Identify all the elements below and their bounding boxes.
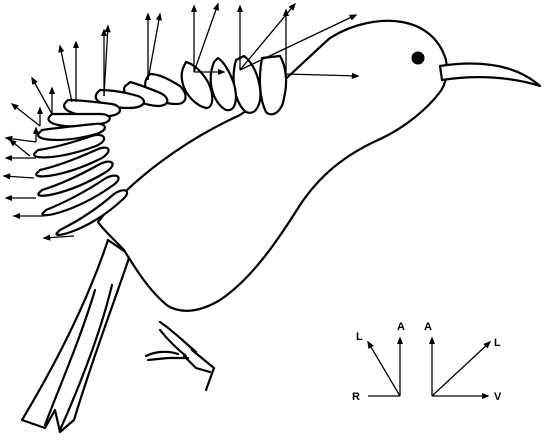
- left-reference-frame: A L R: [352, 321, 405, 403]
- bird-beak: [440, 63, 540, 86]
- vector-feather-6: [60, 42, 76, 102]
- left-frame-up-label: A: [397, 321, 405, 333]
- right-frame-horizontal-label: V: [494, 391, 502, 403]
- axis-legend: A L R A L V: [352, 321, 502, 403]
- vector-feather-14: [44, 236, 74, 238]
- vector-feather-11: [4, 176, 34, 178]
- vector-feather-4: [148, 14, 160, 80]
- vector-feather-10: [6, 140, 36, 158]
- right-frame-up-label: A: [424, 321, 432, 333]
- left-frame-diagonal-label: L: [356, 331, 363, 343]
- vector-feather-8: [12, 104, 40, 126]
- vector-feather-7: [32, 78, 52, 114]
- bird-eye: [412, 52, 425, 65]
- left-frame-horizontal-label: R: [352, 391, 360, 403]
- bird-tail: [22, 240, 130, 432]
- right-reference-frame: A L V: [424, 321, 502, 403]
- right-frame-diagonal-label: L: [494, 337, 501, 349]
- bird-leg: [146, 322, 214, 390]
- bird-body: [98, 21, 540, 311]
- vector-feather-5: [104, 26, 108, 96]
